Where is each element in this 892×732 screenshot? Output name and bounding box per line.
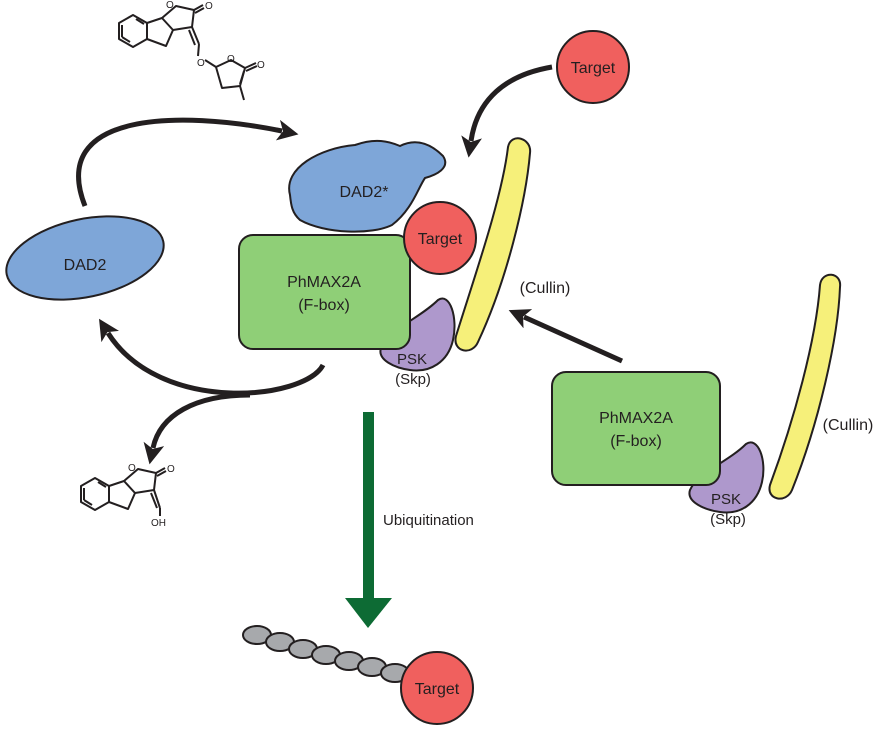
atom-o-7: O (167, 464, 175, 475)
atom-o-3: O (197, 58, 205, 69)
atom-o-1: O (166, 0, 174, 11)
target-ubiquitinated-shape (400, 651, 474, 725)
target-recruit-arrow (461, 64, 553, 158)
psk-right-shape (688, 441, 765, 514)
phmax2a-right-label: PhMAX2A (599, 410, 673, 427)
cullin-center-label: (Cullin) (520, 280, 571, 297)
ubiquitination-arrow-head (345, 598, 392, 628)
target-free-shape (556, 30, 630, 104)
ubiquitination-arrow-shaft (363, 412, 374, 602)
skp-center-label: (Skp) (395, 371, 431, 388)
skp-right-label: (Skp) (710, 511, 746, 528)
target-bound-shape (403, 201, 477, 275)
psk-center-label: PSK (397, 351, 427, 368)
cullin-right-shape (768, 273, 842, 500)
hydrolysis-branch-arrow (143, 392, 251, 465)
psk-right-label: PSK (711, 491, 741, 508)
cullin-right-label: (Cullin) (823, 417, 874, 434)
cycle-arrow-bottom (98, 318, 326, 396)
gr24-structure (118, 4, 258, 101)
target-free-label: Target (571, 60, 616, 77)
fbox-center-label: (F-box) (298, 297, 350, 314)
dad2-shape (5, 215, 165, 301)
atom-o-4: O (227, 54, 235, 65)
polyubiquitin-chain (242, 625, 410, 683)
phmax2a-center-label: PhMAX2A (287, 274, 361, 291)
cullin-center-shape (454, 137, 532, 352)
dad2-active-shape (288, 139, 447, 233)
atom-o-2: O (205, 1, 213, 12)
target-ubiquitinated-label: Target (415, 681, 460, 698)
assembly-arrow (508, 309, 624, 364)
atom-o-5: O (257, 60, 265, 71)
atom-o-6: O (128, 463, 136, 474)
cycle-arrow-top (76, 117, 299, 207)
psk-center-shape (379, 297, 456, 372)
ubiquitination-label: Ubiquitination (383, 512, 474, 529)
atom-oh: OH (151, 518, 166, 529)
phmax2a-center-shape (238, 234, 411, 350)
target-bound-label: Target (418, 231, 463, 248)
dad2-label: DAD2 (64, 257, 107, 274)
dad2-active-label: DAD2* (340, 184, 389, 201)
fbox-right-label: (F-box) (610, 433, 662, 450)
phmax2a-right-shape (551, 371, 721, 486)
hydrolysis-product-structure (80, 467, 167, 516)
